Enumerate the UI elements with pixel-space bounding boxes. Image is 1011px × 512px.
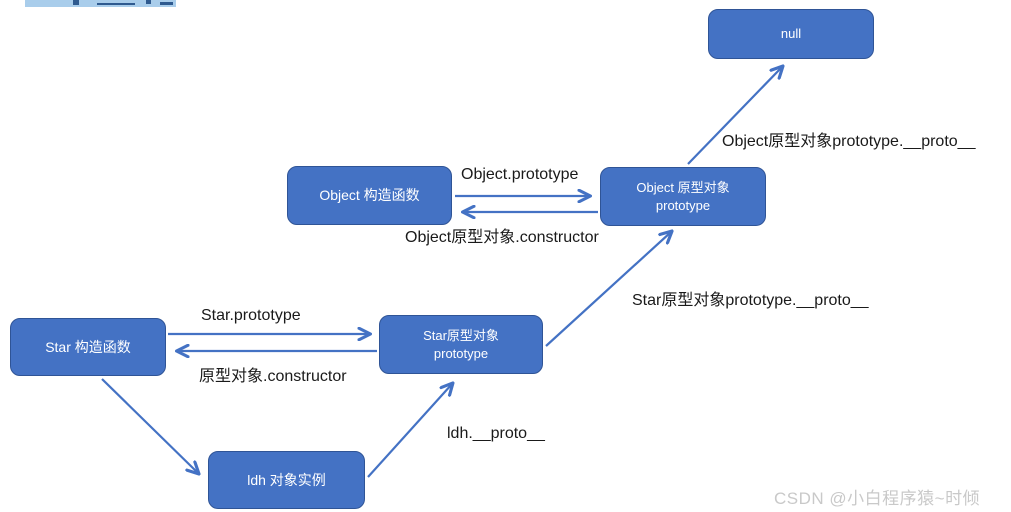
ldh-instance-box[interactable]: ldh 对象实例 [208,451,365,509]
object-prototype-box[interactable]: Object 原型对象 prototype [600,167,766,226]
clipped-text-selection [25,0,176,7]
csdn-watermark: CSDN @小白程序猿~时倾 [774,489,981,508]
edge-label-object-proto: Object原型对象prototype.__proto__ [722,133,976,150]
null-box-label: null [780,26,802,42]
edge-label-object-constructor: Object原型对象.constructor [405,229,599,246]
arrow-star-ctor-to-ldh [101,378,198,473]
edge-label-star-constructor: 原型对象.constructor [199,368,347,385]
star-constructor-label: Star 构造函数 [45,338,131,355]
clipped-glyph [160,2,173,5]
star-constructor-box[interactable]: Star 构造函数 [10,318,166,376]
object-prototype-line2: prototype [655,197,711,213]
object-prototype-line1: Object 原型对象 [636,179,730,195]
null-box[interactable]: null [708,9,874,59]
clipped-glyph [97,3,135,5]
star-prototype-line2: prototype [433,345,489,361]
star-prototype-box[interactable]: Star原型对象 prototype [379,315,543,374]
ldh-instance-label: ldh 对象实例 [247,471,326,488]
clipped-glyph [73,0,79,5]
object-constructor-label: Object 构造函数 [319,187,420,204]
arrow-ldh-proto [367,384,452,478]
edge-label-star-prototype: Star.prototype [201,307,301,324]
star-prototype-line1: Star原型对象 [423,327,499,343]
edge-label-ldh-proto: ldh.__proto__ [447,425,545,442]
clipped-glyph [146,0,151,4]
edge-label-object-prototype: Object.prototype [461,166,579,183]
object-constructor-box[interactable]: Object 构造函数 [287,166,452,225]
edge-label-star-proto: Star原型对象prototype.__proto__ [632,292,869,309]
